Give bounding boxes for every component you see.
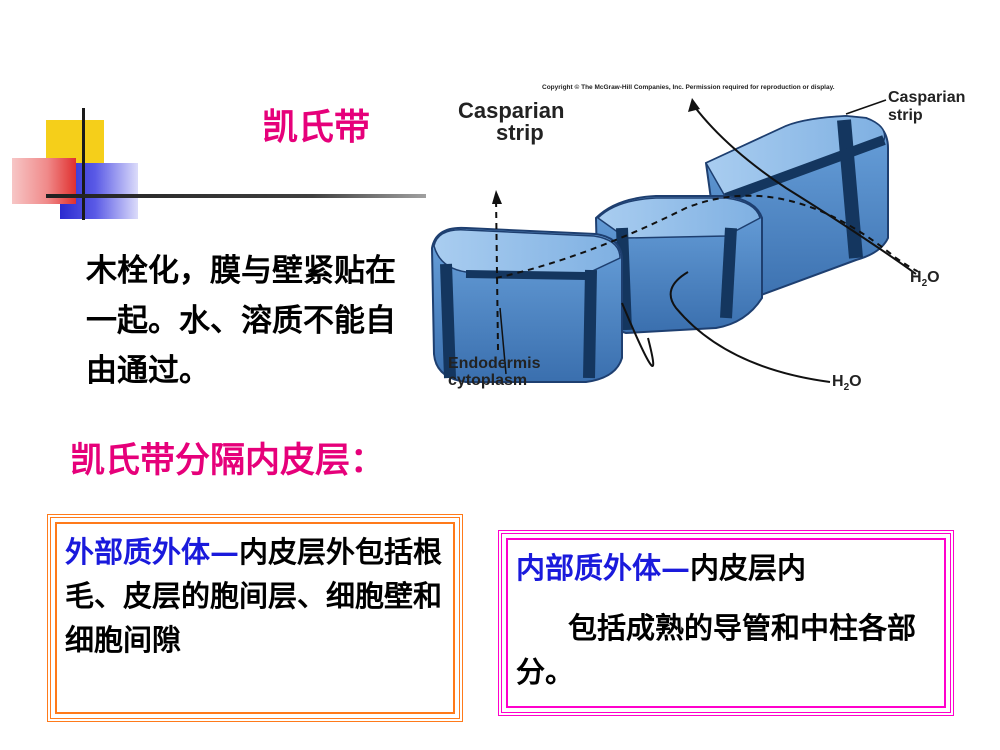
endodermis-label-1: Endodermis	[448, 355, 541, 372]
loop-path	[621, 302, 655, 367]
inner-apoplast-description: 包括成熟的导管和中柱各部分。	[516, 611, 917, 689]
casparian-label-left-2: strip	[496, 120, 544, 145]
outer-apoplast-description: 内皮层外包括根毛、皮层的胞间层、细胞壁和细胞间隙	[65, 535, 443, 657]
apoplast-path-arrow	[693, 105, 917, 275]
front-cell	[430, 226, 623, 383]
description-paragraph: 木栓化，膜与壁紧贴在一起。水、溶质不能自由通过。	[86, 253, 396, 389]
slide-title: 凯氏带	[262, 106, 371, 148]
casparian-right-leader	[845, 99, 887, 115]
inner-apoplast-location: 内皮层内	[690, 551, 807, 585]
outer-apoplast-dash: —	[210, 535, 240, 569]
symplast-path-arrow	[495, 195, 499, 351]
h2o-label-lower: H2O	[832, 373, 862, 393]
middle-cell	[594, 195, 763, 335]
outer-apoplast-term: 外部质外体	[65, 535, 211, 569]
casparian-label-left-1: Casparian	[458, 98, 564, 123]
copyright-notice: Copyright © The McGraw-Hill Companies, I…	[542, 83, 835, 91]
water-path-arrow	[669, 271, 831, 383]
outer-apoplast-box: 外部质外体—内皮层外包括根毛、皮层的胞间层、细胞壁和细胞间隙	[47, 514, 463, 722]
decor-horizontal-rule	[46, 194, 426, 198]
section-subheading: 凯氏带分隔内皮层：	[70, 440, 386, 481]
inner-apoplast-box: 内部质外体—内皮层内 包括成熟的导管和中柱各部分。	[498, 530, 954, 716]
dashed-path	[495, 194, 920, 279]
endodermis-leader	[499, 307, 507, 375]
arrowhead-left-icon	[492, 190, 502, 204]
h2o-label-upper: H2O	[910, 269, 940, 289]
inner-apoplast-term: 内部质外体	[516, 551, 662, 585]
casparian-label-right-1: Casparian	[888, 89, 965, 106]
casparian-label-right-2: strip	[888, 107, 923, 124]
decor-vertical-rule	[82, 108, 85, 220]
casparian-strip-illustration: Copyright © The McGraw-Hill Companies, I…	[430, 83, 965, 393]
inner-apoplast-dash: —	[661, 551, 691, 585]
arrowhead-top-icon	[688, 98, 700, 112]
endodermis-label-2: cytoplasm	[448, 372, 527, 389]
